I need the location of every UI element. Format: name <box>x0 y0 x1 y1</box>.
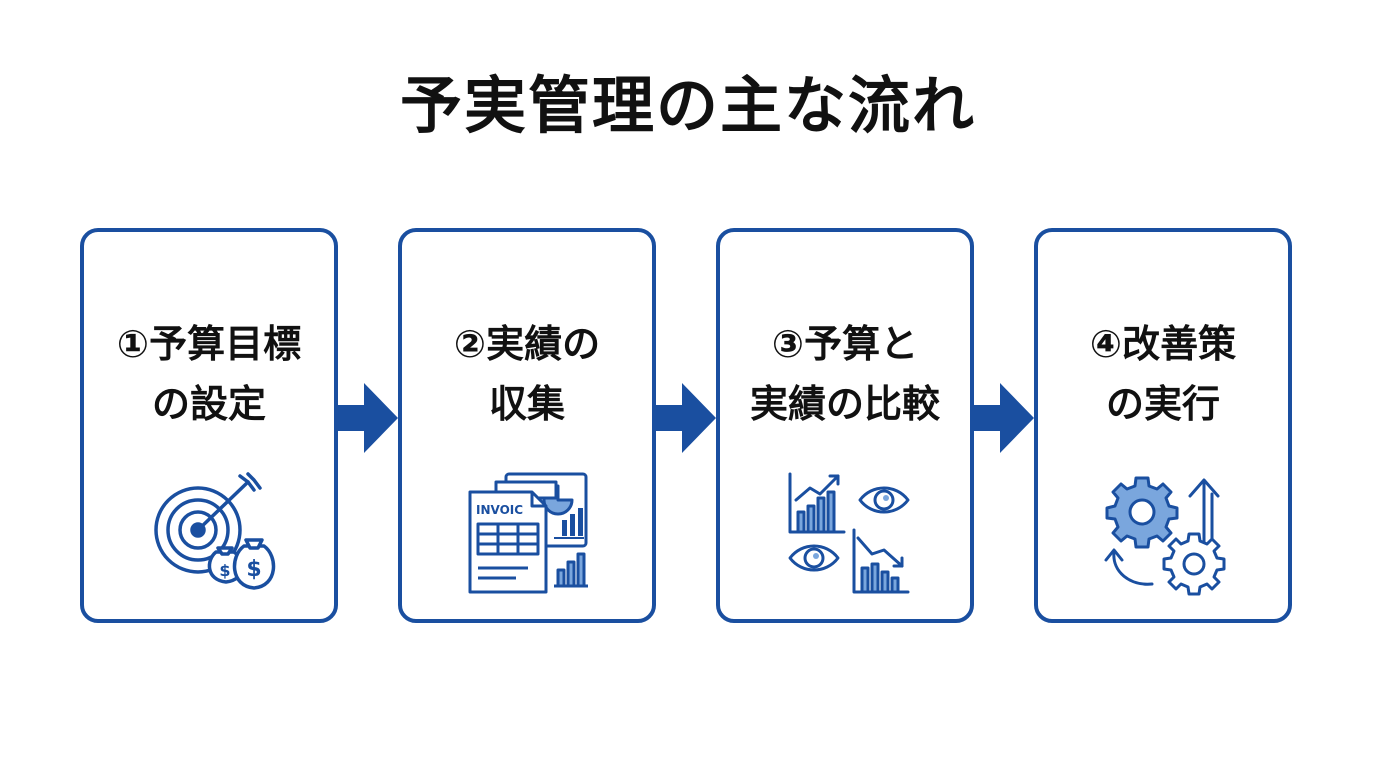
step-4-line1: ④改善策 <box>1089 322 1237 366</box>
arrow-right-icon <box>974 383 1034 453</box>
arrow-right-icon <box>338 383 398 453</box>
step-3-line2: 実績の比較 <box>749 382 940 426</box>
svg-text:$: $ <box>219 561 230 580</box>
step-2-line2: 収集 <box>488 382 565 426</box>
step-1-line2: の設定 <box>151 382 266 426</box>
svg-text:$: $ <box>246 557 261 582</box>
step-card-4: ④改善策 の実行 <box>1034 228 1292 623</box>
invoice-text: INVOIC <box>476 503 523 517</box>
step-3-line1: ③予算と <box>771 322 919 366</box>
step-label-3: ③予算と 実績の比較 <box>720 314 970 434</box>
step-card-2: ②実績の 収集 INVOIC <box>398 228 656 623</box>
target-money-icon: $ $ <box>154 472 276 590</box>
step-label-1: ①予算目標 の設定 <box>84 314 334 434</box>
step-4-line2: の実行 <box>1105 382 1220 426</box>
step-card-3: ③予算と 実績の比較 <box>716 228 974 623</box>
step-label-2: ②実績の 収集 <box>402 314 652 434</box>
invoice-report-icon: INVOIC <box>468 472 590 594</box>
page-title: 予実管理の主な流れ <box>399 69 976 142</box>
arrow-right-icon <box>656 383 716 453</box>
step-label-4: ④改善策 の実行 <box>1038 314 1288 434</box>
step-1-line1: ①予算目標 <box>116 322 302 366</box>
step-2-line1: ②実績の <box>453 322 601 366</box>
step-card-1: ①予算目標 の設定 $ $ <box>80 228 338 623</box>
chart-compare-eye-icon <box>788 472 910 594</box>
gears-improve-icon <box>1104 476 1226 596</box>
